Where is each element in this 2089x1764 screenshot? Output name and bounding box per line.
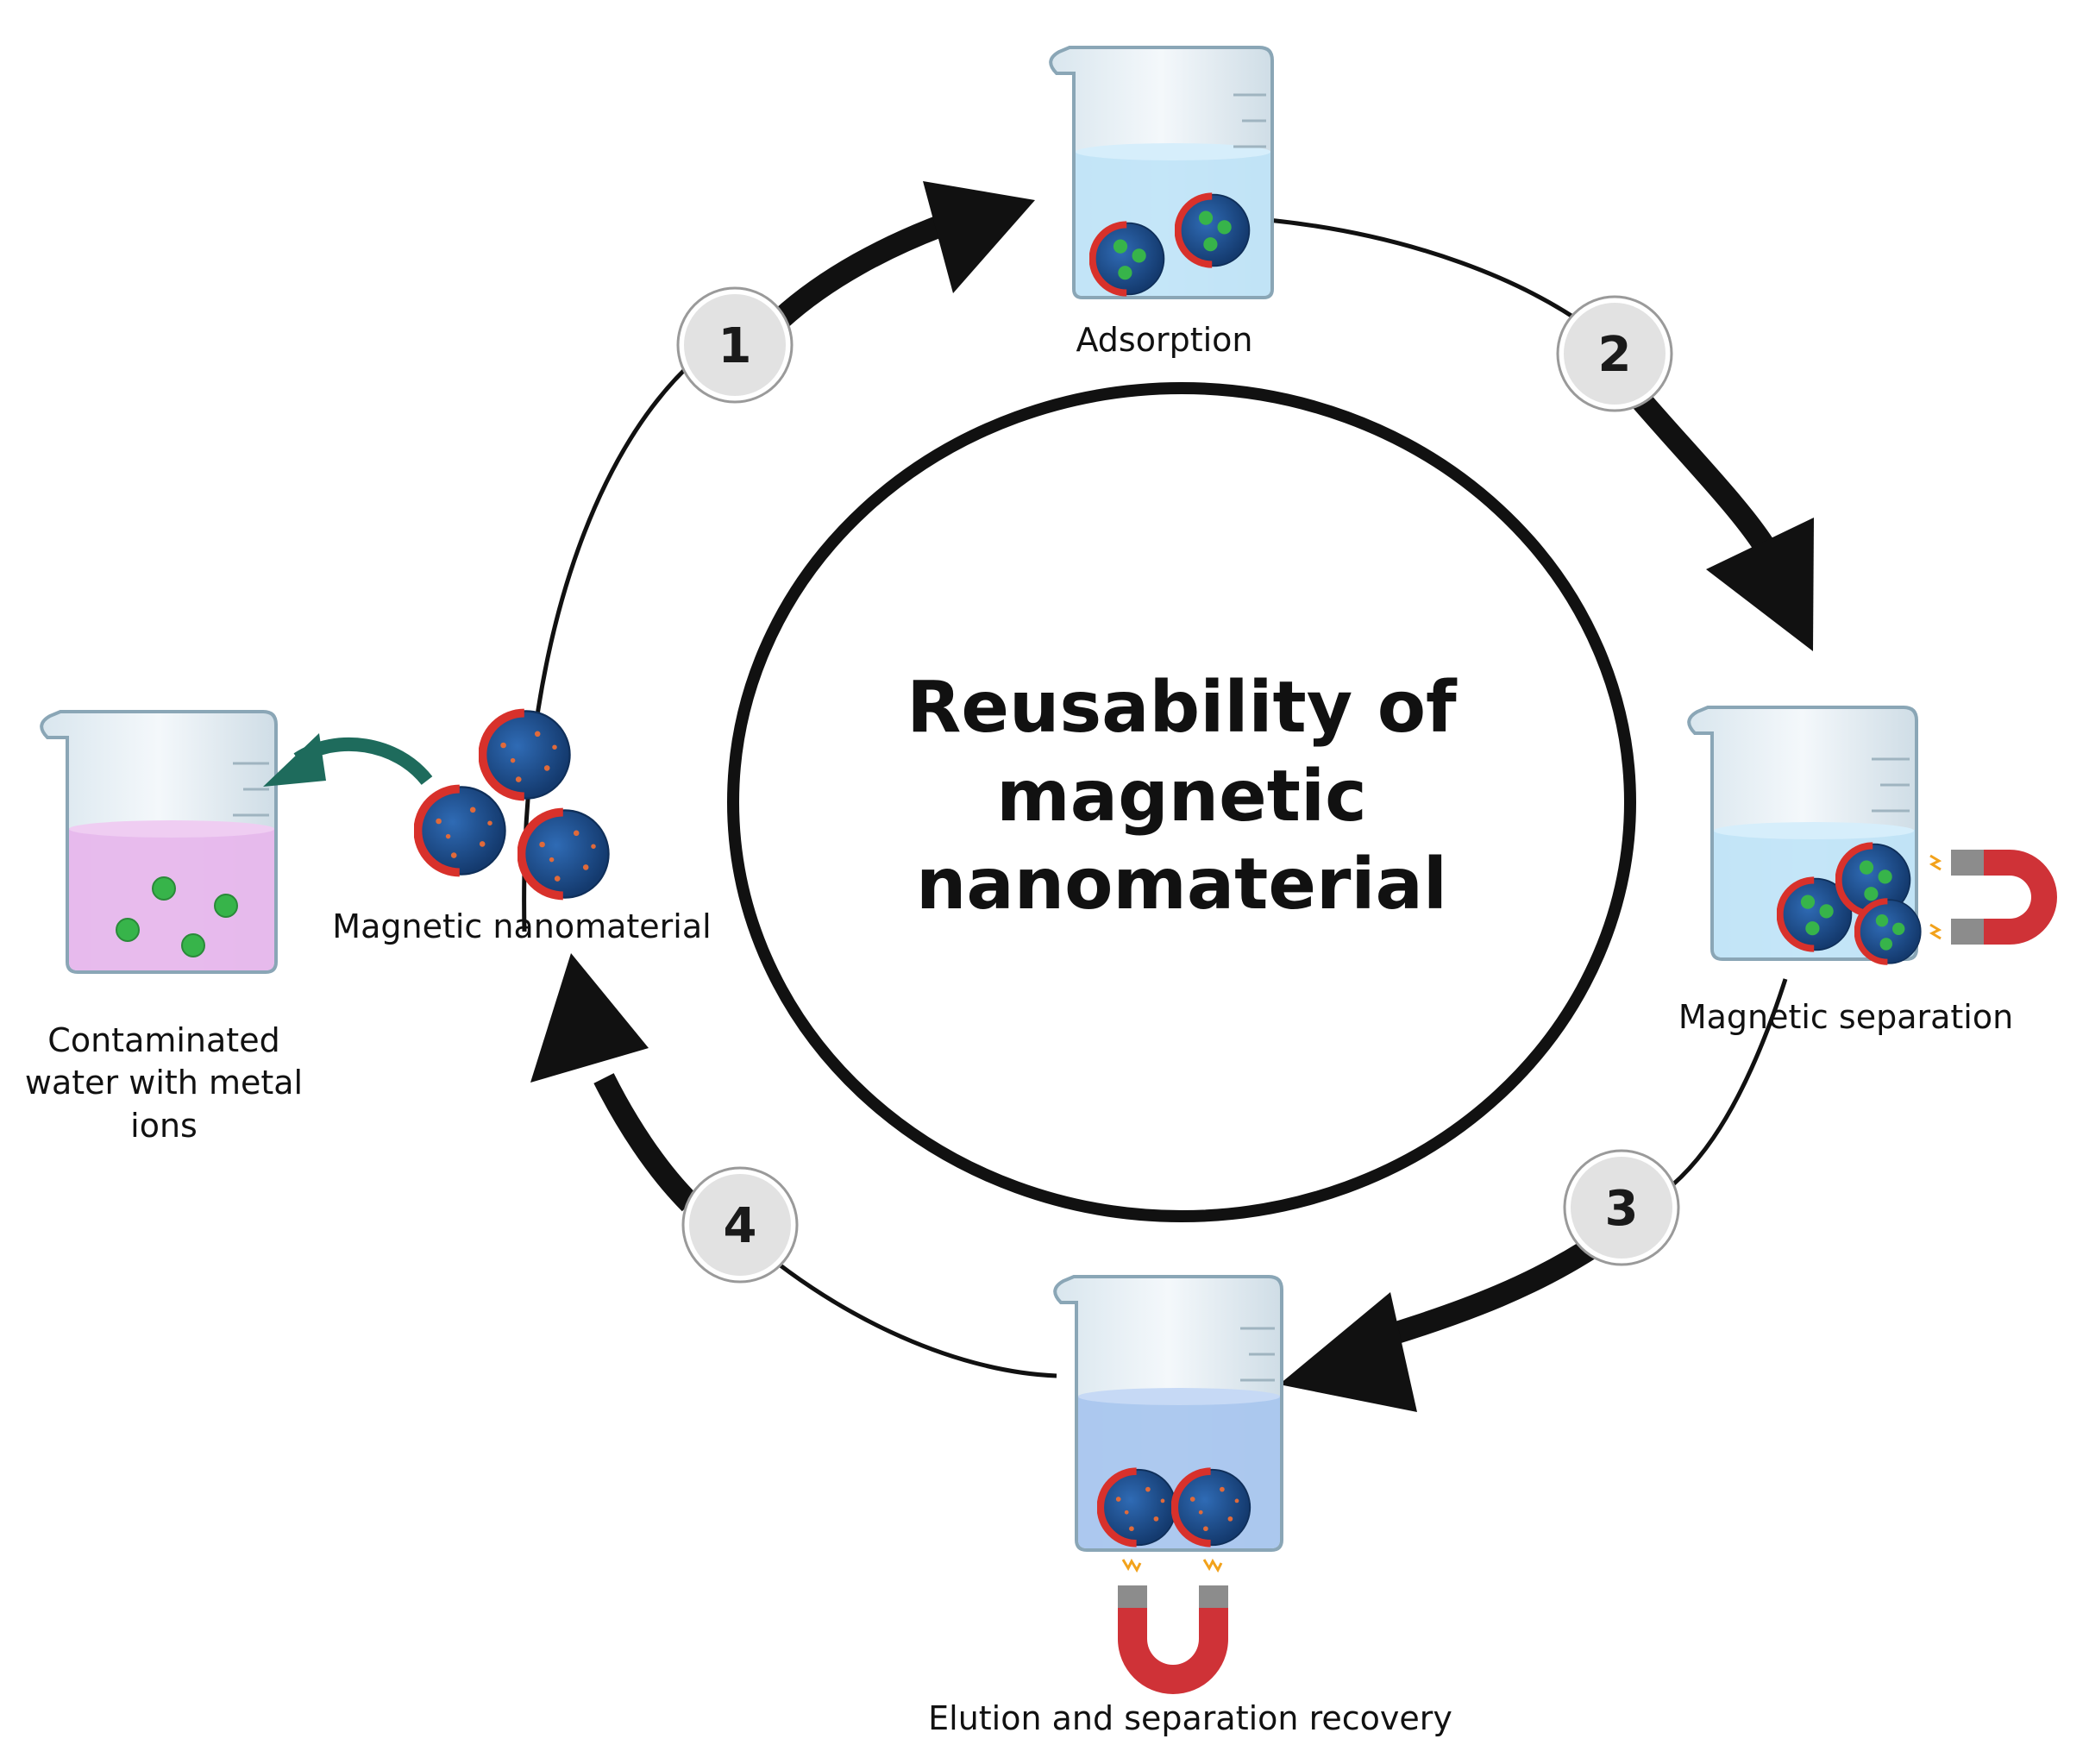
title-line-3: nanomaterial [915, 844, 1447, 926]
label-elution-recovery: Elution and separation recovery [928, 1699, 1452, 1737]
arrow-4-shaft [593, 1073, 699, 1212]
arrow-2-head [1706, 518, 1814, 651]
step-badge-4: 4 [681, 1166, 799, 1284]
step-number-4: 4 [724, 1198, 757, 1254]
arrow-3-shaft [1385, 1233, 1607, 1347]
contaminated-line-3: ions [130, 1106, 198, 1145]
central-circle [727, 382, 1636, 1222]
horseshoe-magnet-right [1929, 850, 2057, 945]
beaker-adsorption [1049, 46, 1274, 299]
diagram-title: Reusability of magnetic nanomaterial [863, 664, 1501, 930]
step-number-3: 3 [1605, 1181, 1639, 1237]
beaker-elution [1053, 1275, 1283, 1694]
beaker-magnetic-separation [1687, 706, 2057, 964]
arrow-4-head [530, 953, 649, 1083]
nanomaterial-cluster [417, 711, 608, 897]
step-badge-3: 3 [1563, 1149, 1680, 1266]
title-line-1: Reusability of [906, 667, 1457, 749]
title-line-2: magnetic [996, 755, 1367, 838]
contaminated-line-2: water with metal [24, 1064, 304, 1102]
step-number-2: 2 [1598, 327, 1632, 383]
contaminated-line-1: Contaminated [47, 1021, 280, 1059]
beaker-contaminated-water [40, 710, 278, 974]
step-badge-2: 2 [1556, 295, 1673, 412]
metal-ion [152, 876, 176, 901]
step-badge-1: 1 [676, 286, 794, 404]
metal-ion [181, 933, 205, 957]
label-adsorption: Adsorption [1076, 321, 1253, 359]
label-magnetic-separation: Magnetic separation [1678, 998, 2014, 1036]
arrow-3-head [1279, 1292, 1417, 1412]
horseshoe-magnet-bottom [1118, 1558, 1228, 1694]
arrow-1-head [923, 181, 1035, 293]
arrow-1-shaft [773, 215, 944, 328]
arrow-2-shaft [1626, 385, 1778, 558]
metal-ion [116, 918, 140, 942]
recycle-arrow [263, 733, 433, 787]
metal-ion [214, 894, 238, 918]
step-number-1: 1 [718, 318, 752, 374]
label-magnetic-nanomaterial: Magnetic nanomaterial [332, 907, 712, 945]
label-contaminated-water: Contaminated water with metal ions [9, 1020, 319, 1147]
